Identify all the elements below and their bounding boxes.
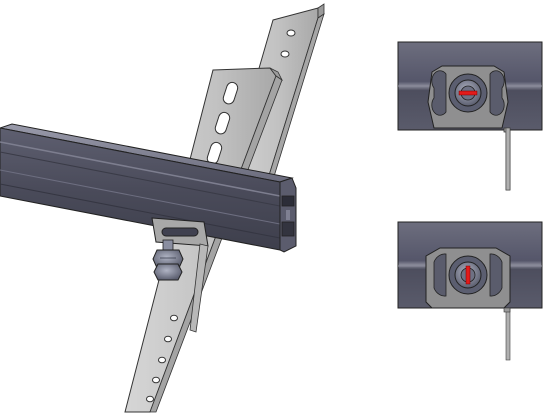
clip-slot <box>161 227 199 237</box>
bolt-shank <box>162 239 174 251</box>
detail2-slot-indicator <box>465 265 471 285</box>
detail1-cam-left <box>431 70 447 116</box>
rail-end-channel-bottom <box>281 221 295 237</box>
rail-groove-line-4 <box>0 183 281 239</box>
rail-clip <box>151 217 209 333</box>
rear-bracket-hole-1 <box>286 29 296 37</box>
front-bracket-slot-1 <box>222 81 239 105</box>
detail2-cam-right <box>489 253 503 297</box>
clip-arm <box>189 243 209 333</box>
detail1-cam-right <box>489 70 505 116</box>
rail-end-channel-top <box>281 195 295 207</box>
front-bracket-hole-3 <box>158 356 166 364</box>
detail2-bracket-tab <box>503 307 511 313</box>
front-bracket-hole-5 <box>146 395 154 403</box>
front-bracket-hole-2 <box>164 335 172 343</box>
bolt-assembly <box>152 239 184 281</box>
rear-bracket-hole-2 <box>280 50 290 58</box>
detail1-bracket-leg <box>505 127 511 191</box>
detail2-cam-left <box>433 253 447 297</box>
detail2-bracket-leg <box>505 307 511 361</box>
detail1-slot-indicator <box>458 90 478 96</box>
assembly-view <box>0 3 325 413</box>
detail-view-unlocked <box>397 41 543 191</box>
hex-nut-lower <box>153 263 183 281</box>
detail-view-locked <box>397 221 543 361</box>
front-bracket-hole-1 <box>170 314 178 322</box>
rail-groove-line-3 <box>0 169 281 225</box>
front-bracket-slot-2 <box>214 111 231 135</box>
mounting-rail <box>0 123 297 253</box>
front-bracket-hole-4 <box>152 376 160 384</box>
rail-end-web <box>286 210 290 220</box>
front-bracket-edge <box>149 75 283 413</box>
rail-groove-line-2 <box>0 151 281 207</box>
rail-groove-line-1 <box>0 141 281 197</box>
